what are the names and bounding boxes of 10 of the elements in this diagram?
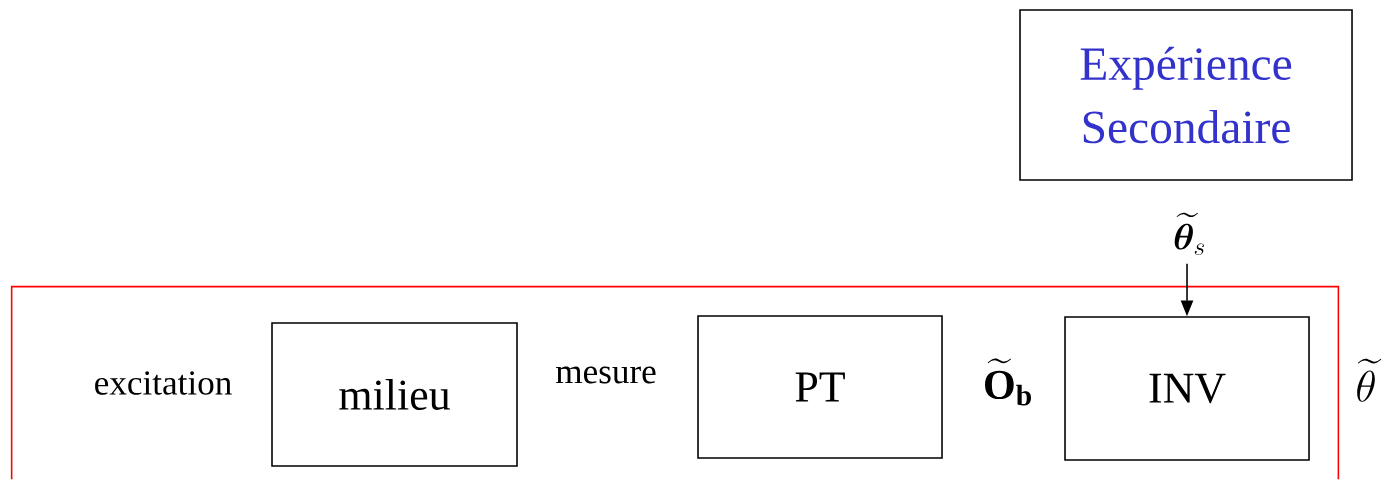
band-frame bbox=[10, 285, 1340, 481]
process-box: PT bbox=[697, 315, 943, 459]
text-label: mesure bbox=[556, 366, 656, 384]
edge-label: $\widetilde{\boldsymbol{\theta}}_s$ bbox=[1174, 212, 1204, 255]
process-box: INV bbox=[1064, 316, 1310, 461]
symbol-label: $\widetilde{\mathbf{O}}_{\mathbf{b}}$ bbox=[985, 358, 1031, 406]
process-box: Expérience Secondaire bbox=[1019, 9, 1353, 181]
symbol-label: $\widetilde{\theta}$ bbox=[1357, 358, 1382, 402]
text-label: excitation bbox=[95, 371, 232, 395]
process-box: milieu bbox=[271, 322, 518, 467]
